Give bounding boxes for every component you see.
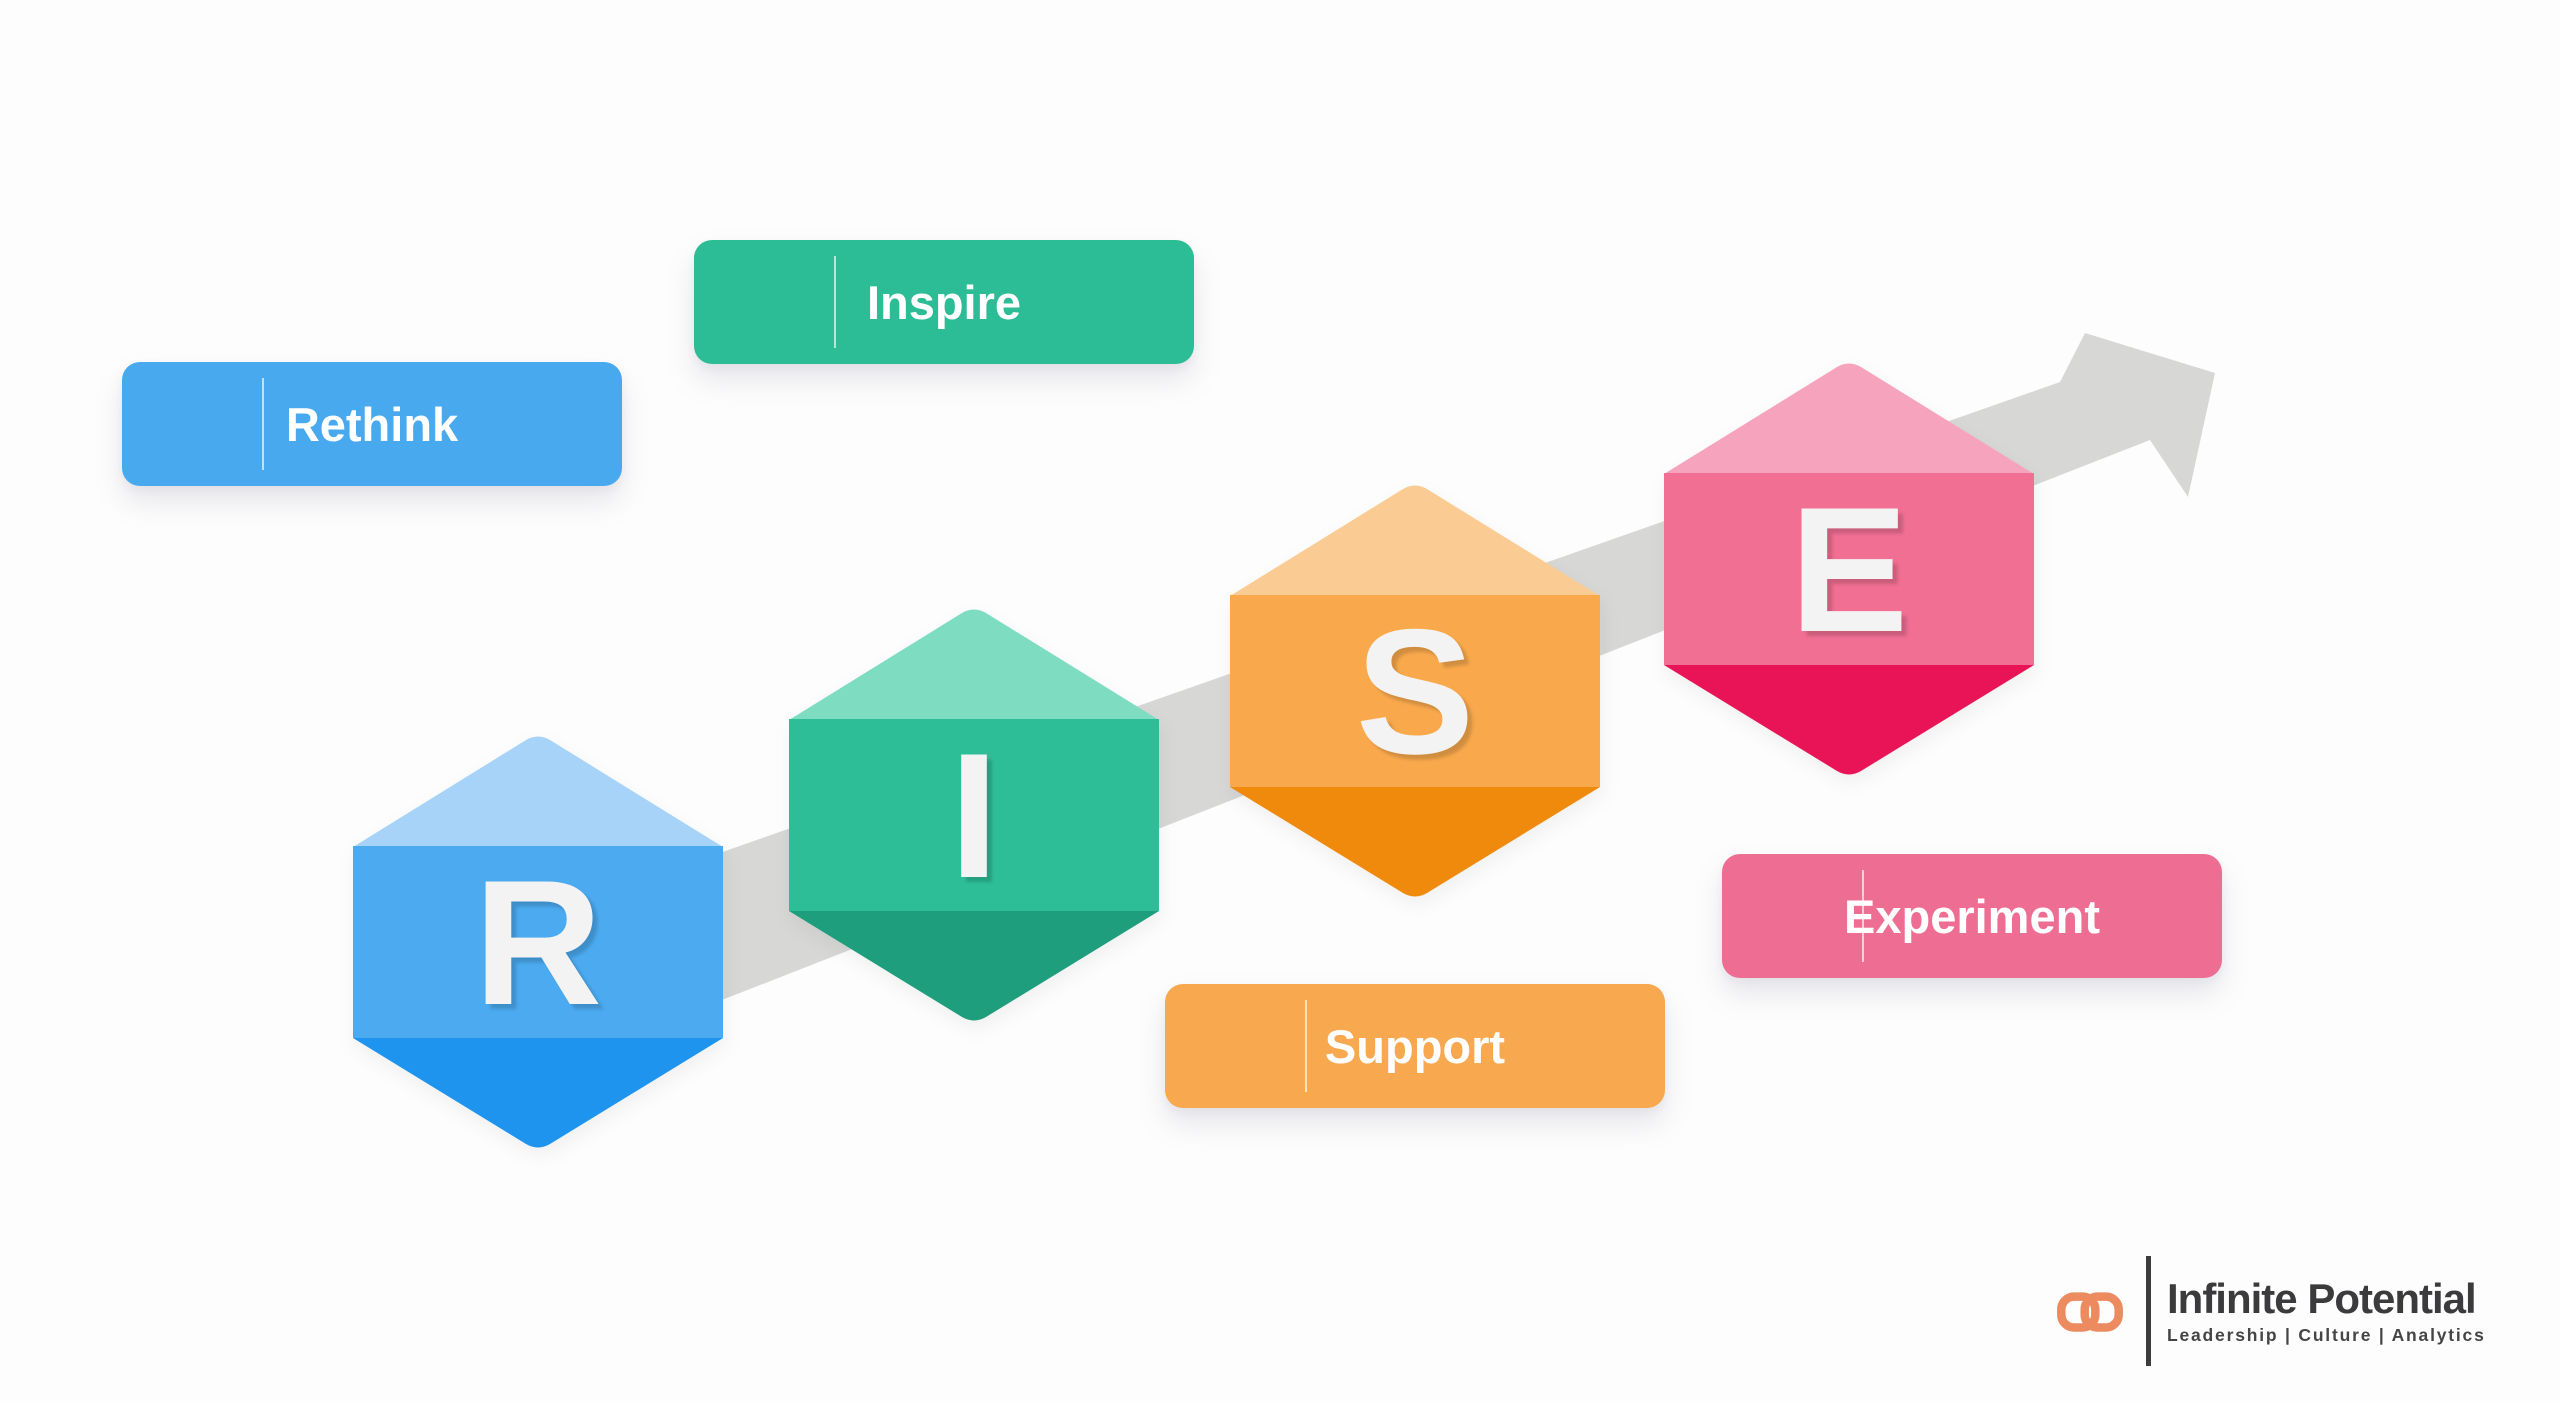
label-divider-line: [1862, 870, 1864, 962]
step-hexagon-s: S: [1230, 482, 1600, 900]
infinity-left-loop: [2057, 1291, 2100, 1332]
step-label-support: Support: [1165, 984, 1665, 1108]
hexagon-mid-facet: [789, 719, 1159, 911]
step-label-experiment: Experiment: [1722, 854, 2222, 978]
step-label-text: Inspire: [866, 275, 1022, 329]
hexagon-mid-facet: [1230, 595, 1600, 787]
step-hexagon-i: I: [789, 606, 1159, 1024]
hexagon-top-facet: [1230, 485, 1600, 596]
hexagon-mid-facet: [1664, 473, 2034, 665]
step-label-rethink: Rethink: [122, 362, 622, 486]
step-letter-s: S: [1355, 591, 1475, 791]
step-letter-i: I: [949, 715, 999, 915]
step-label-text: Support: [1324, 1019, 1506, 1073]
label-divider-line: [262, 378, 264, 470]
step-letter-e: E: [1789, 469, 1909, 669]
hexagon-mid-facet: [353, 846, 723, 1038]
hexagon-top-facet: [353, 736, 723, 847]
hexagon-e-shape: [1664, 363, 2034, 775]
step-letter-r: R: [473, 842, 603, 1042]
brand-logo: Infinite Potential Leadership | Culture …: [2056, 1256, 2486, 1366]
hexagon-bottom-facet: [789, 911, 1159, 1021]
label-divider-line: [1305, 1000, 1307, 1092]
logo-text-block: Infinite Potential Leadership | Culture …: [2167, 1274, 2486, 1346]
infinity-icon: [2057, 1291, 2123, 1332]
hexagon-r-shape: [353, 736, 723, 1148]
label-divider-line: [834, 256, 836, 348]
step-label-text: Rethink: [285, 397, 459, 451]
hexagon-s-shape: [1230, 485, 1600, 897]
step-hexagon-r: R: [353, 733, 723, 1151]
step-hexagon-e: E: [1664, 360, 2034, 778]
step-label-text: Experiment: [1844, 889, 2100, 943]
hexagon-top-facet: [1664, 363, 2034, 474]
hexagon-top-facet: [789, 609, 1159, 720]
hexagon-bottom-facet: [1664, 665, 2034, 775]
logo-tagline: Leadership | Culture | Analytics: [2167, 1325, 2486, 1346]
step-label-inspire: Inspire: [694, 240, 1194, 364]
hexagon-bottom-facet: [353, 1038, 723, 1148]
hexagon-i-shape: [789, 609, 1159, 1021]
logo-company-name: Infinite Potential: [2167, 1274, 2477, 1322]
hexagon-bottom-facet: [1230, 787, 1600, 897]
infinity-right-loop: [2080, 1291, 2123, 1332]
logo-divider-bar: [2146, 1256, 2151, 1366]
